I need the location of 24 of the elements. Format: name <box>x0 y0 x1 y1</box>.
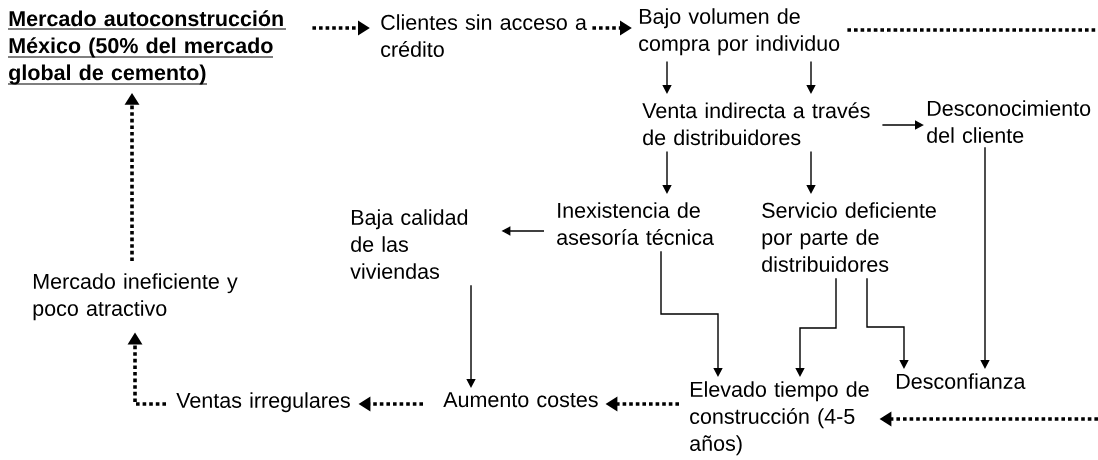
statement-text: Venta indirecta a través de distribuidores <box>642 102 870 146</box>
statement-text: Bajo volumen de compra por individuo <box>639 8 840 56</box>
arrow <box>866 277 909 369</box>
statement-text: Servicio deficiente por parte de distribuidores <box>762 202 936 272</box>
statement-text: Aumento costes <box>443 392 598 408</box>
statement-text: Inexistencia de asesoría técnica <box>557 202 714 245</box>
statement-text: Elevado tiempo de construcción (4-5 años) <box>690 381 869 456</box>
statement-text: Baja calidad de las viviendas <box>350 209 468 279</box>
statement-text: Desconfianza <box>896 373 1026 389</box>
heading-text: Mercado autoconstrucción México (50% del mercado global de cemento) <box>7 10 287 85</box>
arrow <box>980 146 990 369</box>
arrow <box>662 60 672 94</box>
arrow <box>662 150 672 194</box>
statement-text: Clientes sin acceso a crédito <box>381 14 587 57</box>
arrow <box>466 284 476 388</box>
arrow <box>806 150 816 194</box>
statement-text: Desconocimiento del cliente <box>927 100 1091 143</box>
statement-text: Mercado ineficiente y poco atractivo <box>33 273 238 321</box>
arrow <box>795 277 837 377</box>
arrow <box>881 120 924 130</box>
dotted-line <box>847 28 1098 32</box>
arrow <box>806 60 816 94</box>
statement-text: Ventas irregulares <box>176 392 350 413</box>
arrow <box>660 250 723 377</box>
